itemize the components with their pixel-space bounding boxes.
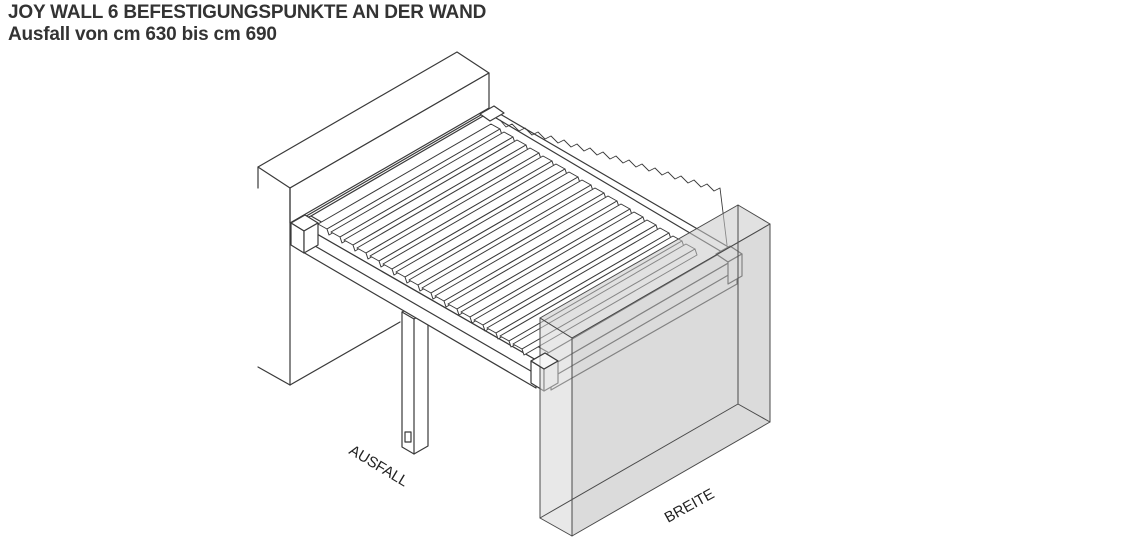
page-subtitle: Ausfall von cm 630 bis cm 690 — [8, 24, 277, 45]
support-post — [401, 303, 429, 455]
header: JOY WALL 6 BEFESTIGUNGSPUNKTE AN DER WAN… — [8, 2, 486, 46]
width-label: BREITE — [662, 485, 718, 526]
wall-block — [257, 51, 490, 386]
page-title: JOY WALL 6 BEFESTIGUNGSPUNKTE AN DER WAN… — [8, 2, 487, 23]
width-highlight-box — [539, 204, 771, 537]
louvres — [317, 123, 698, 356]
projection-label: AUSFALL — [346, 442, 411, 491]
front-corner-cap — [530, 352, 559, 370]
louvre-pivots — [499, 119, 728, 246]
